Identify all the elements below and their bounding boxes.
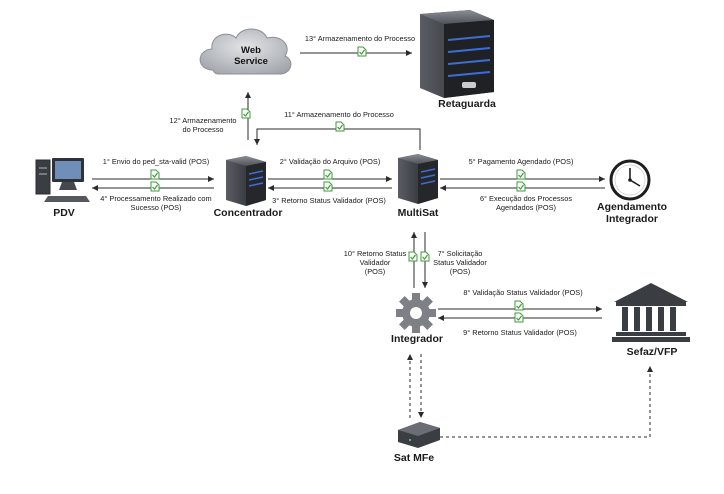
step-12-label: 12° Armazenamento do Processo: [169, 116, 237, 134]
document-icon: [323, 169, 333, 180]
document-icon: [514, 312, 524, 323]
node-concentrador: Concentrador: [213, 207, 283, 219]
gear-icon: [396, 293, 436, 333]
building-icon: [612, 283, 690, 342]
router-icon: [398, 422, 440, 448]
step-13-label: 13° Armazenamento do Processo: [304, 34, 416, 43]
server-icon: [226, 156, 266, 206]
node-multisat: MultiSat: [397, 207, 439, 219]
document-icon: [241, 108, 251, 119]
document-icon: [420, 251, 430, 262]
server-icon: [398, 154, 438, 204]
step-3-label: 3° Retorno Status Validador (POS): [272, 196, 386, 205]
step-8-label: 8° Validação Status Validador (POS): [463, 288, 583, 297]
node-agendamento-integrador: Agendamento Integrador: [596, 201, 667, 225]
step-5-label: 5° Pagamento Agendado (POS): [468, 157, 574, 166]
arrow-dashed-sat-sefaz: [440, 366, 653, 438]
arrow-11: [254, 128, 421, 150]
node-retaguarda: Retaguarda: [438, 98, 496, 110]
step-6-label: 6° Execução dos Processos Agendados (POS…: [479, 194, 573, 212]
step-9-label: 9° Retorno Status Validador (POS): [463, 328, 577, 337]
computer-icon: [35, 158, 90, 202]
step-7-label: 7° Solicitação Status Validador (POS): [433, 249, 487, 276]
document-icon: [150, 181, 160, 192]
document-icon: [514, 300, 524, 311]
step-11-label: 11° Armazenamento do Processo: [284, 110, 394, 119]
node-sefaz-vfp: Sefaz/VFP: [626, 346, 678, 358]
node-integrador: Integrador: [391, 333, 443, 345]
cloud-icon: [199, 28, 292, 75]
step-4-label: 4° Processamento Realizado com Sucesso (…: [100, 194, 212, 212]
server-icon: [420, 10, 494, 98]
step-1-label: 1° Envio do ped_sta-valid (POS): [102, 157, 210, 166]
document-icon: [408, 251, 418, 262]
step-2-label: 2° Validação do Arquivo (POS): [279, 157, 381, 166]
document-icon: [150, 169, 160, 180]
document-icon: [516, 181, 526, 192]
document-icon: [357, 46, 367, 57]
node-web-service: Web Service: [234, 45, 268, 67]
document-icon: [323, 181, 333, 192]
step-10-label: 10° Retorno Status Validador (POS): [343, 249, 407, 276]
node-sat-mfe: Sat MFe: [393, 452, 435, 464]
document-icon: [335, 121, 345, 132]
node-pdv: PDV: [53, 207, 75, 219]
clock-icon: [609, 159, 651, 201]
document-icon: [516, 169, 526, 180]
